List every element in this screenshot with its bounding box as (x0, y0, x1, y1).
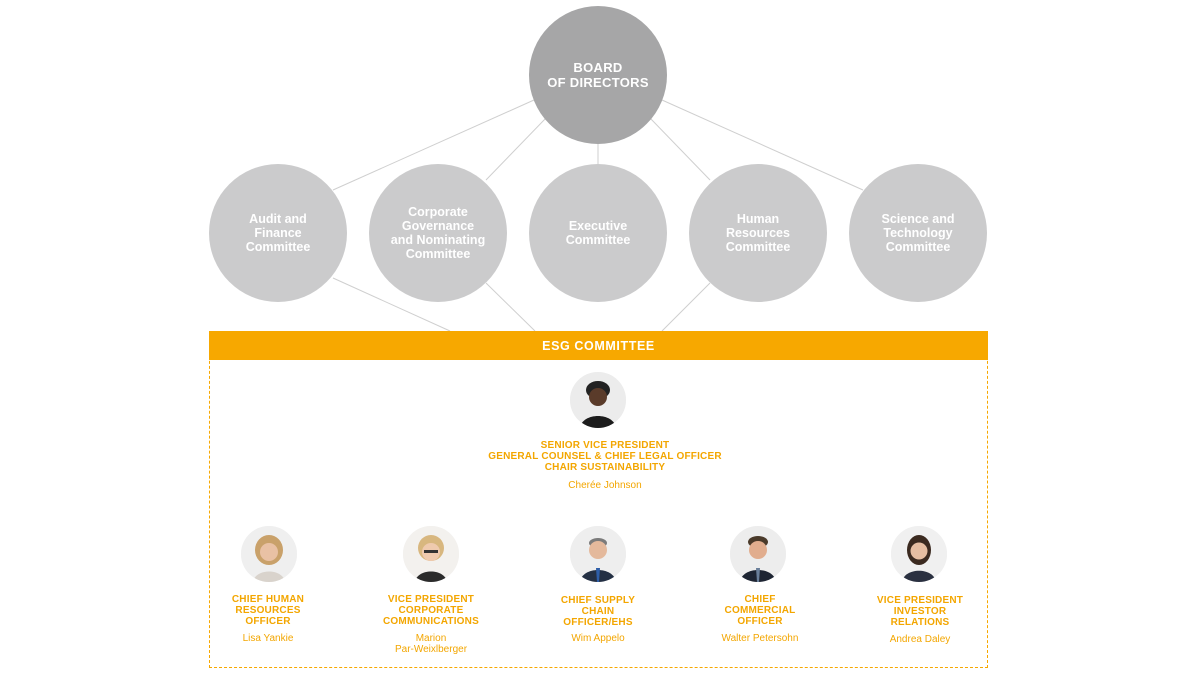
committee-audit-finance: Audit and Finance Committee (209, 164, 347, 302)
committee-executive: Executive Committee (529, 164, 667, 302)
member-title: CHIEF SUPPLY CHAIN OFFICER/EHS (560, 595, 636, 628)
connector-board-science (661, 99, 864, 191)
connector-governance-esg (485, 282, 536, 332)
connector-hr-esg (661, 282, 711, 332)
chair-name: Cherée Johnson (568, 480, 642, 491)
committee-science-technology: Science and Technology Committee (849, 164, 987, 302)
person-photo-icon (730, 526, 786, 582)
person-photo-icon (570, 372, 626, 428)
esg-committee-header: ESG COMMITTEE (209, 331, 988, 360)
esg-committee-frame (209, 331, 988, 668)
member-title: VICE PRESIDENT INVESTOR RELATIONS (876, 595, 964, 628)
committee-corporate-governance: Corporate Governance and Nominating Comm… (369, 164, 507, 302)
member-name: Marion Par-Weixlberger (394, 633, 468, 655)
board-of-directors-node: BOARD OF DIRECTORS (529, 6, 667, 144)
member-avatar (403, 526, 459, 582)
member-avatar (570, 526, 626, 582)
member-title: CHIEF HUMAN RESOURCES OFFICER (231, 594, 305, 627)
chair-title: SENIOR VICE PRESIDENT GENERAL COUNSEL & … (488, 440, 722, 473)
chair-avatar (570, 372, 626, 428)
member-name: Andrea Daley (889, 634, 951, 645)
connector-board-governance (485, 117, 547, 181)
connector-board-hr (649, 117, 711, 181)
member-avatar (241, 526, 297, 582)
person-photo-icon (241, 526, 297, 582)
member-title: CHIEF COMMERCIAL OFFICER (724, 594, 796, 627)
member-name: Walter Petersohn (721, 633, 799, 644)
member-avatar (891, 526, 947, 582)
member-title: VICE PRESIDENT CORPORATE COMMUNICATIONS (383, 594, 479, 627)
member-name: Wim Appelo (571, 633, 625, 644)
member-avatar (730, 526, 786, 582)
person-photo-icon (891, 526, 947, 582)
person-photo-icon (403, 526, 459, 582)
committee-human-resources: Human Resources Committee (689, 164, 827, 302)
connector-audit-esg (332, 277, 451, 332)
person-photo-icon (570, 526, 626, 582)
member-name: Lisa Yankie (242, 633, 294, 644)
connector-board-audit (332, 99, 535, 191)
